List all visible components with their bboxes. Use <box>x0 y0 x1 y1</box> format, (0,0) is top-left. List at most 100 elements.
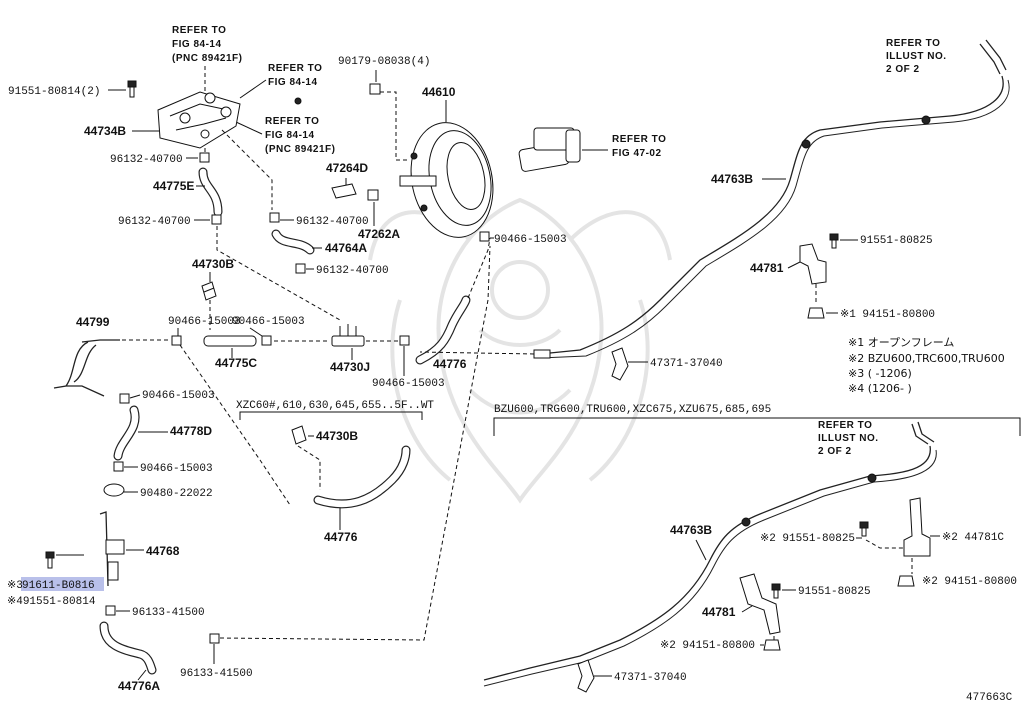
label-91551-80825-b: ※2 91551-80825 <box>760 533 855 545</box>
label-94151-80800-b: ※2 94151-80800 <box>922 576 1017 588</box>
ref-fig47-02-line1: REFER TO <box>612 134 666 145</box>
ref-illust-lower-line2: ILLUST NO. <box>818 433 879 444</box>
label-90466-15003-d: 90466-15003 <box>142 390 215 402</box>
clamp-icon <box>113 461 124 472</box>
label-44768: 44768 <box>146 544 180 558</box>
bracket-44734b-icon <box>157 91 241 149</box>
ref-fig84-14-pnc-line1: REFER TO <box>172 25 226 36</box>
label-44775e: 44775E <box>153 179 194 193</box>
label-47264d: 47264D <box>326 161 368 175</box>
bolt-icon <box>829 233 839 249</box>
label-94151-80800-a: ※1 94151-80800 <box>840 309 935 321</box>
clip-44730b-icon <box>291 425 307 445</box>
label-47262a: 47262A <box>358 227 400 241</box>
bolt-icon <box>771 583 781 599</box>
header-bzu: BZU600,TRG600,TRU600,XZC675,XZU675,685,6… <box>494 404 771 416</box>
label-44730b-b: 44730B <box>316 429 358 443</box>
label-91611-b0816-prefix: ※3 <box>7 580 23 592</box>
clamp-icon <box>479 231 490 242</box>
clip-44730b-icon <box>201 281 217 301</box>
nut-icon <box>369 83 381 95</box>
junction-44730j-icon <box>331 324 365 347</box>
clamp-47371-lower-icon <box>577 659 595 693</box>
clip-47264d-icon <box>331 183 357 199</box>
ref-fig84-14-pnc-lower-line2: FIG 84-14 <box>265 130 315 141</box>
clip-icon <box>921 115 931 125</box>
ref-fig84-14-pnc-line3: (PNC 89421F) <box>172 53 242 64</box>
label-44763b-b: 44763B <box>670 523 712 537</box>
clamp-icon <box>211 214 222 225</box>
label-96132-40700-d: 96132-40700 <box>316 265 389 277</box>
ref-illust-upper-line3: 2 OF 2 <box>886 64 920 75</box>
clamp-icon <box>171 335 182 346</box>
clamp-icon <box>269 212 280 223</box>
label-44764a: 44764A <box>325 241 367 255</box>
ref-illust-upper-line1: REFER TO <box>886 38 940 49</box>
clamp-icon <box>295 263 306 274</box>
label-44763b-a: 44763B <box>711 172 753 186</box>
clip-icon <box>801 139 811 149</box>
diagram-id: 477663C <box>966 692 1013 704</box>
ref-fig47-02-line2: FIG 47-02 <box>612 148 662 159</box>
label-44776a: 44776A <box>118 679 160 693</box>
label-96132-40700-c: 96132-40700 <box>296 216 369 228</box>
header-xzc: XZC60#,610,630,645,655..5F..WT <box>236 400 434 412</box>
label-44776-b: 44776 <box>324 530 358 544</box>
note-1: ※1 オープンフレーム <box>848 336 954 349</box>
label-90480-22022: 90480-22022 <box>140 488 213 500</box>
ref-fig84-14-line2: FIG 84-14 <box>268 77 318 88</box>
clip-icon <box>867 473 877 483</box>
label-44734b: 44734B <box>84 124 126 138</box>
tube-44775c <box>203 335 257 347</box>
grommet-icon <box>103 483 125 497</box>
clamp-icon <box>119 393 130 404</box>
label-90466-15003-a: 90466-15003 <box>168 316 241 328</box>
master-cylinder-icon <box>518 127 581 172</box>
clamp-icon <box>209 633 220 644</box>
label-91551-80814-2: 91551-80814(2) <box>8 86 100 98</box>
clamp-icon <box>261 335 272 346</box>
clamp-icon <box>199 152 210 163</box>
check-valve-44768-icon <box>99 511 125 587</box>
label-44776-a: 44776 <box>433 357 467 371</box>
note-4: ※4 (1206- ) <box>848 382 912 395</box>
pipe-fitting-icon <box>533 349 551 359</box>
clip-icon <box>741 517 751 527</box>
label-90466-15003-b: 90466-15003 <box>232 316 305 328</box>
note-3: ※3 ( -1206) <box>848 367 912 380</box>
clamp-icon <box>105 605 116 616</box>
label-96132-40700-b: 96132-40700 <box>118 216 191 228</box>
label-90466-15003-f: 90466-15003 <box>494 234 567 246</box>
label-91611-b0816[interactable]: 91611-B0816 <box>22 580 95 592</box>
bolt-small-icon <box>294 97 302 105</box>
note-2: ※2 BZU600,TRC600,TRU600 <box>848 352 1005 365</box>
nut-icon <box>807 307 825 319</box>
label-44781-a: 44781 <box>750 261 784 275</box>
label-44730b-a: 44730B <box>192 257 234 271</box>
bracket-44781-icon <box>799 243 827 285</box>
ref-fig84-14-pnc-line2: FIG 84-14 <box>172 39 222 50</box>
bolt-icon <box>127 80 137 98</box>
label-44730j: 44730J <box>330 360 370 374</box>
label-44781-b: 44781 <box>702 605 736 619</box>
label-44775c: 44775C <box>215 356 257 370</box>
label-91551-80825-a: 91551-80825 <box>860 235 933 247</box>
bracket-44781c-icon <box>903 497 931 557</box>
label-90466-15003-e: 90466-15003 <box>140 463 213 475</box>
ref-fig84-14-line1: REFER TO <box>268 63 322 74</box>
grommet-icon <box>367 189 379 201</box>
label-91551-80814-4: ※491551-80814 <box>7 596 96 608</box>
nut-icon <box>897 575 915 587</box>
label-90466-15003-c: 90466-15003 <box>372 378 445 390</box>
label-90179-08038: 90179-08038(4) <box>338 56 430 68</box>
label-94151-80800-c: ※2 94151-80800 <box>660 640 755 652</box>
ref-fig84-14-pnc-lower-line3: (PNC 89421F) <box>265 144 335 155</box>
label-47371-37040-a: 47371-37040 <box>650 358 723 370</box>
ref-illust-upper-line2: ILLUST NO. <box>886 51 947 62</box>
label-96133-41500-a: 96133-41500 <box>132 607 205 619</box>
label-44610: 44610 <box>422 85 456 99</box>
label-96132-40700-a: 96132-40700 <box>110 154 183 166</box>
bolt-icon <box>45 551 55 569</box>
label-91551-80825-c: 91551-80825 <box>798 586 871 598</box>
